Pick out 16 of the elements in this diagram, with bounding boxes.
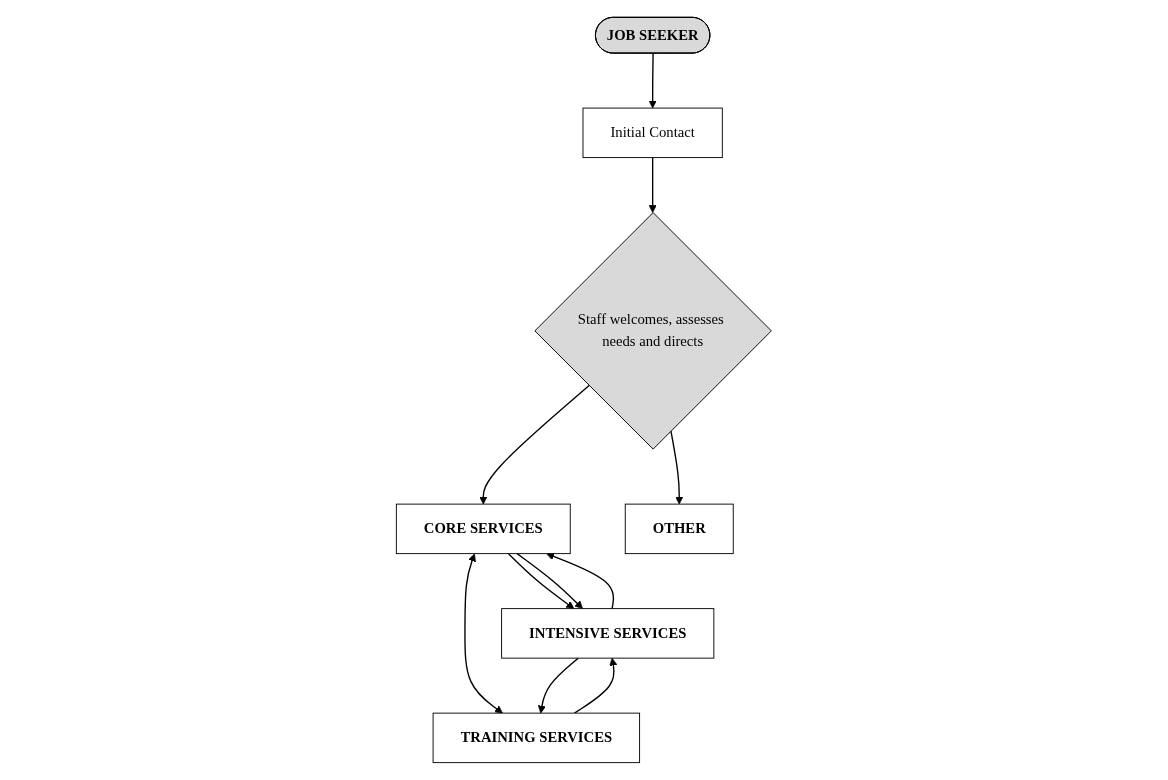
arrow — [648, 156, 657, 213]
node-box: INTENSIVE SERVICES — [501, 608, 715, 659]
arrow — [648, 52, 657, 109]
arrow — [546, 552, 615, 610]
arrow — [670, 430, 684, 505]
arrow — [507, 552, 575, 609]
arrow — [573, 657, 618, 714]
arrow — [479, 384, 590, 505]
arrow — [464, 553, 504, 714]
arrow — [516, 552, 584, 609]
node-diamond: Staff welcomes, assesses needs and directs — [534, 212, 772, 450]
arrow — [538, 657, 580, 714]
node-box: Initial Contact — [582, 107, 723, 159]
node-box: CORE SERVICES — [396, 503, 571, 555]
node-box: OTHER — [624, 503, 734, 555]
node-box: TRAINING SERVICES — [432, 712, 641, 764]
